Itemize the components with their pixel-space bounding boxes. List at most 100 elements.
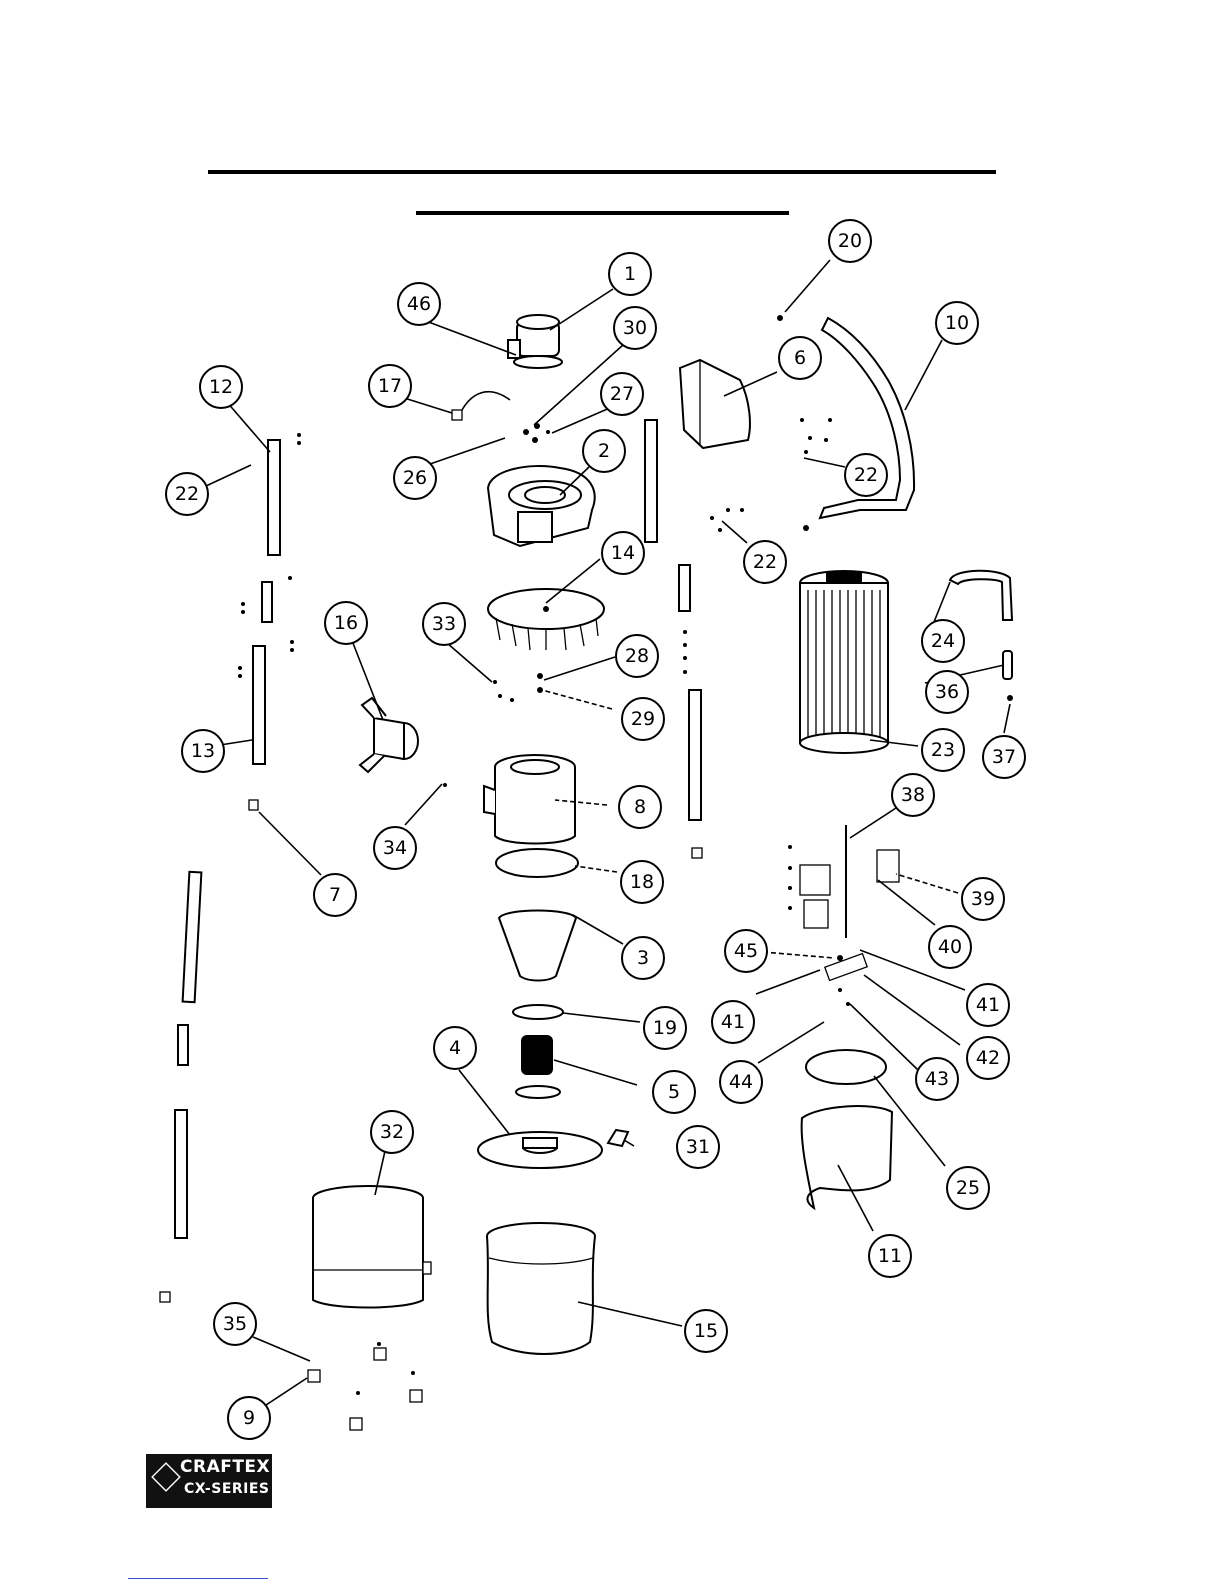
callout-19-label: 19 xyxy=(653,1017,677,1039)
callout-27: 27 xyxy=(601,373,643,415)
callout-20-label: 20 xyxy=(838,230,862,252)
callout-26-label: 26 xyxy=(403,467,427,489)
callout-5: 5 xyxy=(653,1071,695,1113)
impeller xyxy=(488,589,604,650)
callout-22a: 22 xyxy=(166,473,208,515)
callout-31: 31 xyxy=(677,1126,719,1168)
callout-7: 7 xyxy=(314,874,356,916)
callout-20: 20 xyxy=(829,220,871,262)
callout-28: 28 xyxy=(616,635,658,677)
callout-40: 40 xyxy=(929,926,971,968)
callout-26: 26 xyxy=(394,457,436,499)
callout-2-label: 2 xyxy=(598,440,610,462)
callout-25: 25 xyxy=(947,1167,989,1209)
callout-1-label: 1 xyxy=(624,263,636,285)
callout-30: 30 xyxy=(614,307,656,349)
callout-35-label: 35 xyxy=(223,1313,247,1335)
callout-13-label: 13 xyxy=(191,740,215,762)
callout-46-label: 46 xyxy=(407,293,431,315)
callout-12: 12 xyxy=(200,366,242,408)
callout-36: 36 xyxy=(926,671,968,713)
logo-mark-icon xyxy=(151,1462,181,1492)
callout-37-label: 37 xyxy=(992,746,1016,768)
callout-28-label: 28 xyxy=(625,645,649,667)
drum-lid xyxy=(478,1132,602,1168)
small-ring xyxy=(513,1005,563,1019)
callout-44-label: 44 xyxy=(729,1071,753,1093)
callout-17: 17 xyxy=(369,365,411,407)
callout-32: 32 xyxy=(371,1111,413,1153)
callout-6: 6 xyxy=(779,337,821,379)
callout-36-label: 36 xyxy=(935,681,959,703)
latch xyxy=(608,1130,628,1146)
callout-27-label: 27 xyxy=(610,383,634,405)
callout-41a: 41 xyxy=(967,984,1009,1026)
callout-18-label: 18 xyxy=(630,871,654,893)
callout-23-label: 23 xyxy=(931,739,955,761)
callout-3: 3 xyxy=(622,937,664,979)
motor xyxy=(508,315,562,368)
callout-18: 18 xyxy=(621,861,663,903)
gasket-ring xyxy=(496,849,578,877)
collection-bag xyxy=(487,1223,595,1354)
cyclone-top xyxy=(484,755,575,844)
bottom-link-underline xyxy=(128,1578,268,1579)
callout-45-label: 45 xyxy=(734,940,758,962)
callout-40-label: 40 xyxy=(938,936,962,958)
callout-1: 1 xyxy=(609,253,651,295)
callout-38: 38 xyxy=(892,774,934,816)
callout-30-label: 30 xyxy=(623,317,647,339)
callout-45: 45 xyxy=(725,930,767,972)
callout-2: 2 xyxy=(583,430,625,472)
callout-7-label: 7 xyxy=(329,884,341,906)
callout-33-label: 33 xyxy=(432,613,456,635)
callout-32-label: 32 xyxy=(380,1121,404,1143)
hose-clamp xyxy=(806,1050,886,1084)
callout-10: 10 xyxy=(936,302,978,344)
callout-24-label: 24 xyxy=(931,630,955,652)
filter-handle xyxy=(950,571,1012,620)
callout-29-label: 29 xyxy=(631,708,655,730)
callout-13: 13 xyxy=(182,730,224,772)
callout-33: 33 xyxy=(423,603,465,645)
callout-41b-label: 41 xyxy=(721,1011,745,1033)
callout-11: 11 xyxy=(869,1235,911,1277)
callout-25-label: 25 xyxy=(956,1177,980,1199)
callout-34: 34 xyxy=(374,827,416,869)
callout-16: 16 xyxy=(325,602,367,644)
callout-12-label: 12 xyxy=(209,376,233,398)
callout-8-label: 8 xyxy=(634,796,646,818)
callout-43: 43 xyxy=(916,1058,958,1100)
callout-41a-label: 41 xyxy=(976,994,1000,1016)
callout-8: 8 xyxy=(619,786,661,828)
callout-35: 35 xyxy=(214,1303,256,1345)
callout-22c: 22 xyxy=(744,541,786,583)
callout-15-label: 15 xyxy=(694,1320,718,1342)
logo-line1: CRAFTEX xyxy=(180,1457,270,1477)
callout-5-label: 5 xyxy=(668,1081,680,1103)
callout-34-label: 34 xyxy=(383,837,407,859)
callout-43-label: 43 xyxy=(925,1068,949,1090)
crank-rod xyxy=(1003,651,1012,679)
callout-17-label: 17 xyxy=(378,375,402,397)
callout-11-label: 11 xyxy=(878,1245,902,1267)
filter-bag xyxy=(802,1106,892,1208)
logo-line2: CX-SERIES xyxy=(184,1481,270,1497)
callout-38-label: 38 xyxy=(901,784,925,806)
callout-39-label: 39 xyxy=(971,888,995,910)
callout-9-label: 9 xyxy=(243,1407,255,1429)
cyclone-cone xyxy=(499,911,576,981)
y-inlet-fitting xyxy=(360,698,418,772)
callout-44: 44 xyxy=(720,1061,762,1103)
callout-22b-label: 22 xyxy=(854,464,878,486)
outlet-transition xyxy=(680,360,750,448)
callout-29: 29 xyxy=(622,698,664,740)
callout-10-label: 10 xyxy=(945,312,969,334)
callout-19: 19 xyxy=(644,1007,686,1049)
power-cord xyxy=(458,392,510,418)
callout-46: 46 xyxy=(398,283,440,325)
callout-24: 24 xyxy=(922,620,964,662)
callout-22a-label: 22 xyxy=(175,483,199,505)
callout-14: 14 xyxy=(602,532,644,574)
callout-22b: 22 xyxy=(845,454,887,496)
